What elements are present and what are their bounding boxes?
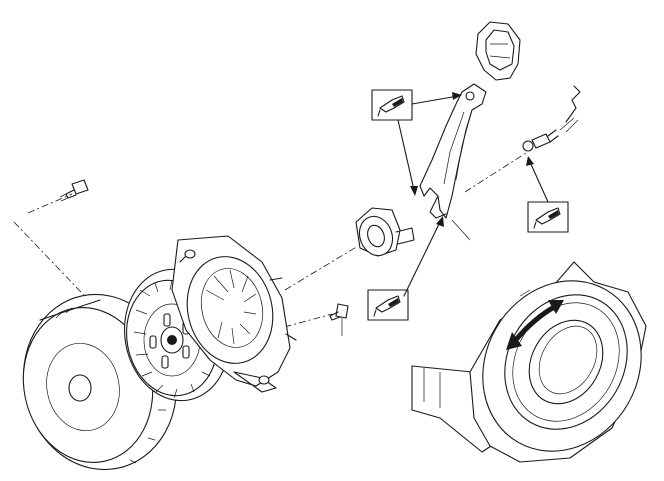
rotation-arrow (506, 300, 564, 350)
release-bearing-detail (411, 261, 647, 463)
release-bearing (355, 207, 415, 257)
leader-arrows (397, 92, 549, 297)
release-fork (419, 83, 487, 241)
grease-apply-symbol (527, 201, 569, 233)
pressure-plate (171, 235, 297, 393)
grease-apply-symbol (367, 289, 409, 321)
dust-boot (475, 21, 521, 81)
pivot-stud (522, 85, 581, 152)
grease-apply-symbol (371, 89, 413, 121)
bolt (59, 179, 89, 202)
bolt (329, 303, 349, 336)
